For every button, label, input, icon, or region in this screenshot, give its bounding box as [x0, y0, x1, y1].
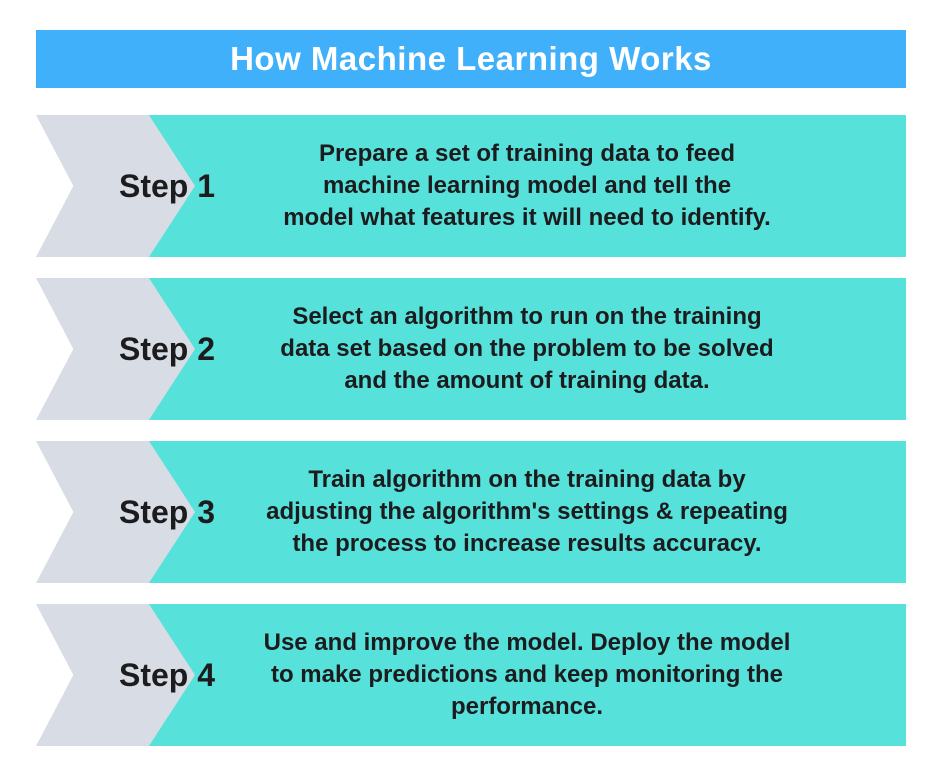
step-1-description-line: model what features it will need to iden…: [283, 204, 771, 231]
step-2-description-line: and the amount of training data.: [344, 367, 710, 394]
step-row-1: Prepare a set of training data to feed m…: [36, 115, 906, 257]
step-4-description-band: Use and improve the model. Deploy the mo…: [148, 604, 906, 746]
step-row-4: Use and improve the model. Deploy the mo…: [36, 604, 906, 746]
step-1-description-band: Prepare a set of training data to feed m…: [148, 115, 906, 257]
step-3-description-line: Train algorithm on the training data by: [308, 466, 746, 493]
step-3-description-line: the process to increase results accuracy…: [292, 530, 762, 557]
step-1-description-line: Prepare a set of training data to feed: [318, 140, 736, 167]
step-2-description-line: Select an algorithm to run on the traini…: [292, 303, 762, 330]
step-4-description-line: to make predictions and keep monitoring …: [270, 661, 784, 688]
step-3-description-band: Train algorithm on the training data by …: [148, 441, 906, 583]
step-4-description-line: Use and improve the model. Deploy the mo…: [263, 629, 791, 656]
step-row-2: Select an algorithm to run on the traini…: [36, 278, 906, 420]
step-4-label: Step 4: [118, 656, 216, 693]
step-row-3: Train algorithm on the training data by …: [36, 441, 906, 583]
step-2-description-line: data set based on the problem to be solv…: [280, 335, 774, 362]
page-title: How Machine Learning Works: [230, 40, 712, 77]
step-4-description-line: performance.: [450, 693, 604, 720]
step-2-label: Step 2: [118, 330, 216, 367]
step-3-description-line: adjusting the algorithm's settings & rep…: [266, 498, 788, 525]
step-3-label: Step 3: [118, 493, 216, 530]
title-banner: How Machine Learning Works: [36, 30, 906, 88]
step-2-description-band: Select an algorithm to run on the traini…: [148, 278, 906, 420]
step-1-label: Step 1: [118, 167, 216, 204]
step-1-description-line: machine learning model and tell the: [322, 172, 732, 199]
